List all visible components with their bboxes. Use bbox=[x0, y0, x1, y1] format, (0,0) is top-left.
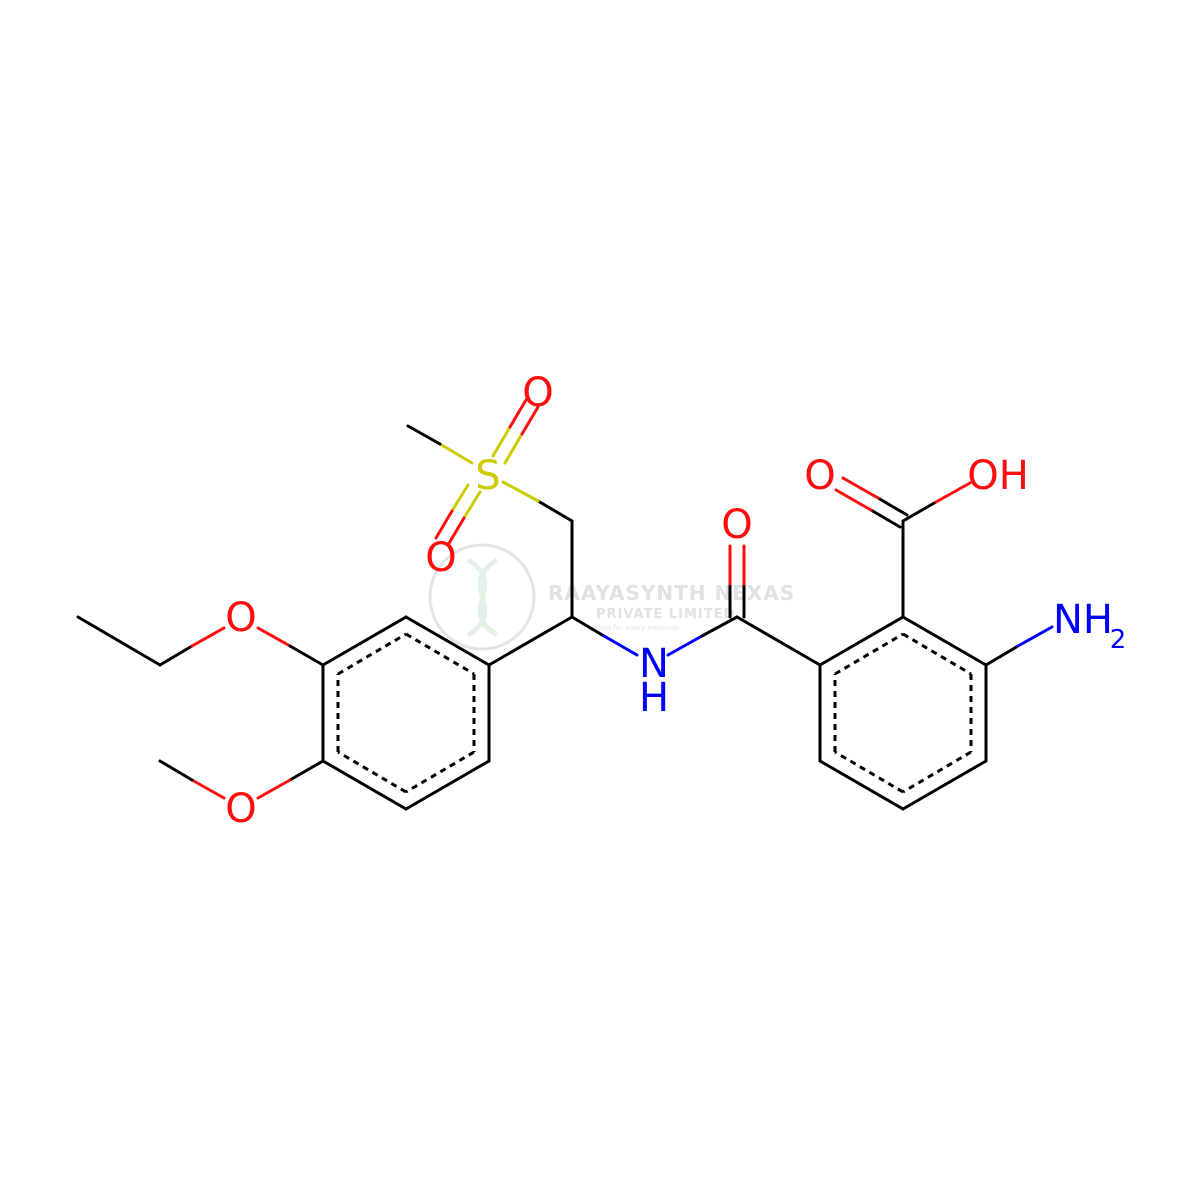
bond bbox=[901, 500, 938, 523]
atom-label-oxygen: O bbox=[721, 502, 752, 548]
bond bbox=[404, 615, 491, 667]
bond bbox=[869, 508, 902, 529]
aromatic-bond bbox=[337, 750, 407, 794]
bond bbox=[700, 615, 739, 638]
atom-label-oxygen: O bbox=[522, 370, 553, 416]
atom-label-oxygen: O bbox=[804, 453, 835, 499]
bond bbox=[818, 615, 905, 667]
atom-label-nitrogen: N bbox=[639, 641, 669, 687]
bond bbox=[321, 759, 408, 811]
aromatic-bond bbox=[337, 632, 407, 676]
bond bbox=[876, 496, 909, 517]
bond bbox=[288, 759, 325, 782]
atom-label-sulfur: S bbox=[475, 453, 500, 499]
bond bbox=[901, 759, 988, 811]
bond bbox=[841, 476, 880, 500]
bond bbox=[256, 778, 292, 800]
bond bbox=[508, 398, 528, 429]
bond bbox=[438, 442, 474, 465]
watermark-tagline: solutions for every molecule bbox=[580, 624, 679, 632]
aromatic-bond bbox=[834, 632, 904, 676]
bond bbox=[570, 615, 606, 638]
bond bbox=[666, 634, 704, 657]
bond bbox=[834, 488, 873, 512]
aromatic-bonds bbox=[336, 632, 973, 794]
bond bbox=[501, 480, 540, 503]
bond bbox=[602, 634, 639, 657]
bond bbox=[503, 432, 524, 465]
hetero-bonds bbox=[158, 398, 1054, 800]
atom-label-amine: NH bbox=[1053, 597, 1113, 643]
watermark-company: RAAYASYNTH NEXAS bbox=[548, 581, 795, 605]
bond bbox=[158, 759, 194, 782]
aromatic-bond bbox=[405, 750, 475, 794]
bond bbox=[487, 615, 574, 667]
bond bbox=[190, 778, 226, 800]
watermark: RAAYASYNTH NEXAS PRIVATE LIMITED solutio… bbox=[428, 543, 795, 651]
atom-label-amine-subscript: 2 bbox=[1110, 625, 1127, 655]
bond bbox=[818, 759, 905, 811]
bond bbox=[1016, 625, 1054, 648]
aromatic-bond bbox=[834, 750, 904, 794]
atom-label-oxygen: O bbox=[225, 786, 256, 832]
watermark-helix-icon bbox=[466, 557, 499, 638]
watermark-logo-icon bbox=[428, 543, 536, 651]
bond bbox=[158, 644, 194, 667]
watermark-type: PRIVATE LIMITED bbox=[596, 607, 735, 622]
aromatic-bond bbox=[902, 750, 972, 794]
bond bbox=[901, 615, 988, 667]
bond bbox=[256, 626, 292, 648]
bond bbox=[450, 483, 470, 513]
bond bbox=[434, 509, 454, 540]
bond bbox=[404, 759, 491, 811]
atom-label-oxygen: O bbox=[425, 535, 456, 581]
aromatic-bond bbox=[902, 632, 972, 676]
bond bbox=[190, 626, 226, 648]
atom-label-hydrogen: H bbox=[639, 675, 669, 721]
aromatic-bond bbox=[405, 632, 475, 676]
bond bbox=[520, 405, 540, 436]
bond bbox=[934, 481, 972, 504]
bond bbox=[984, 644, 1020, 667]
bond bbox=[321, 615, 408, 667]
bond bbox=[536, 499, 574, 523]
bond bbox=[735, 615, 822, 667]
atom-labels: O S O O O N H O O OH NH 2 bbox=[225, 370, 1126, 832]
atom-label-hydroxyl: OH bbox=[967, 453, 1029, 499]
bond bbox=[462, 490, 482, 520]
bond bbox=[76, 615, 162, 667]
bond bbox=[491, 425, 512, 458]
bond bbox=[446, 516, 466, 547]
bond bbox=[406, 424, 442, 446]
bond bbox=[288, 644, 325, 667]
carbon-bonds bbox=[76, 519, 988, 811]
atom-label-oxygen: O bbox=[225, 595, 256, 641]
